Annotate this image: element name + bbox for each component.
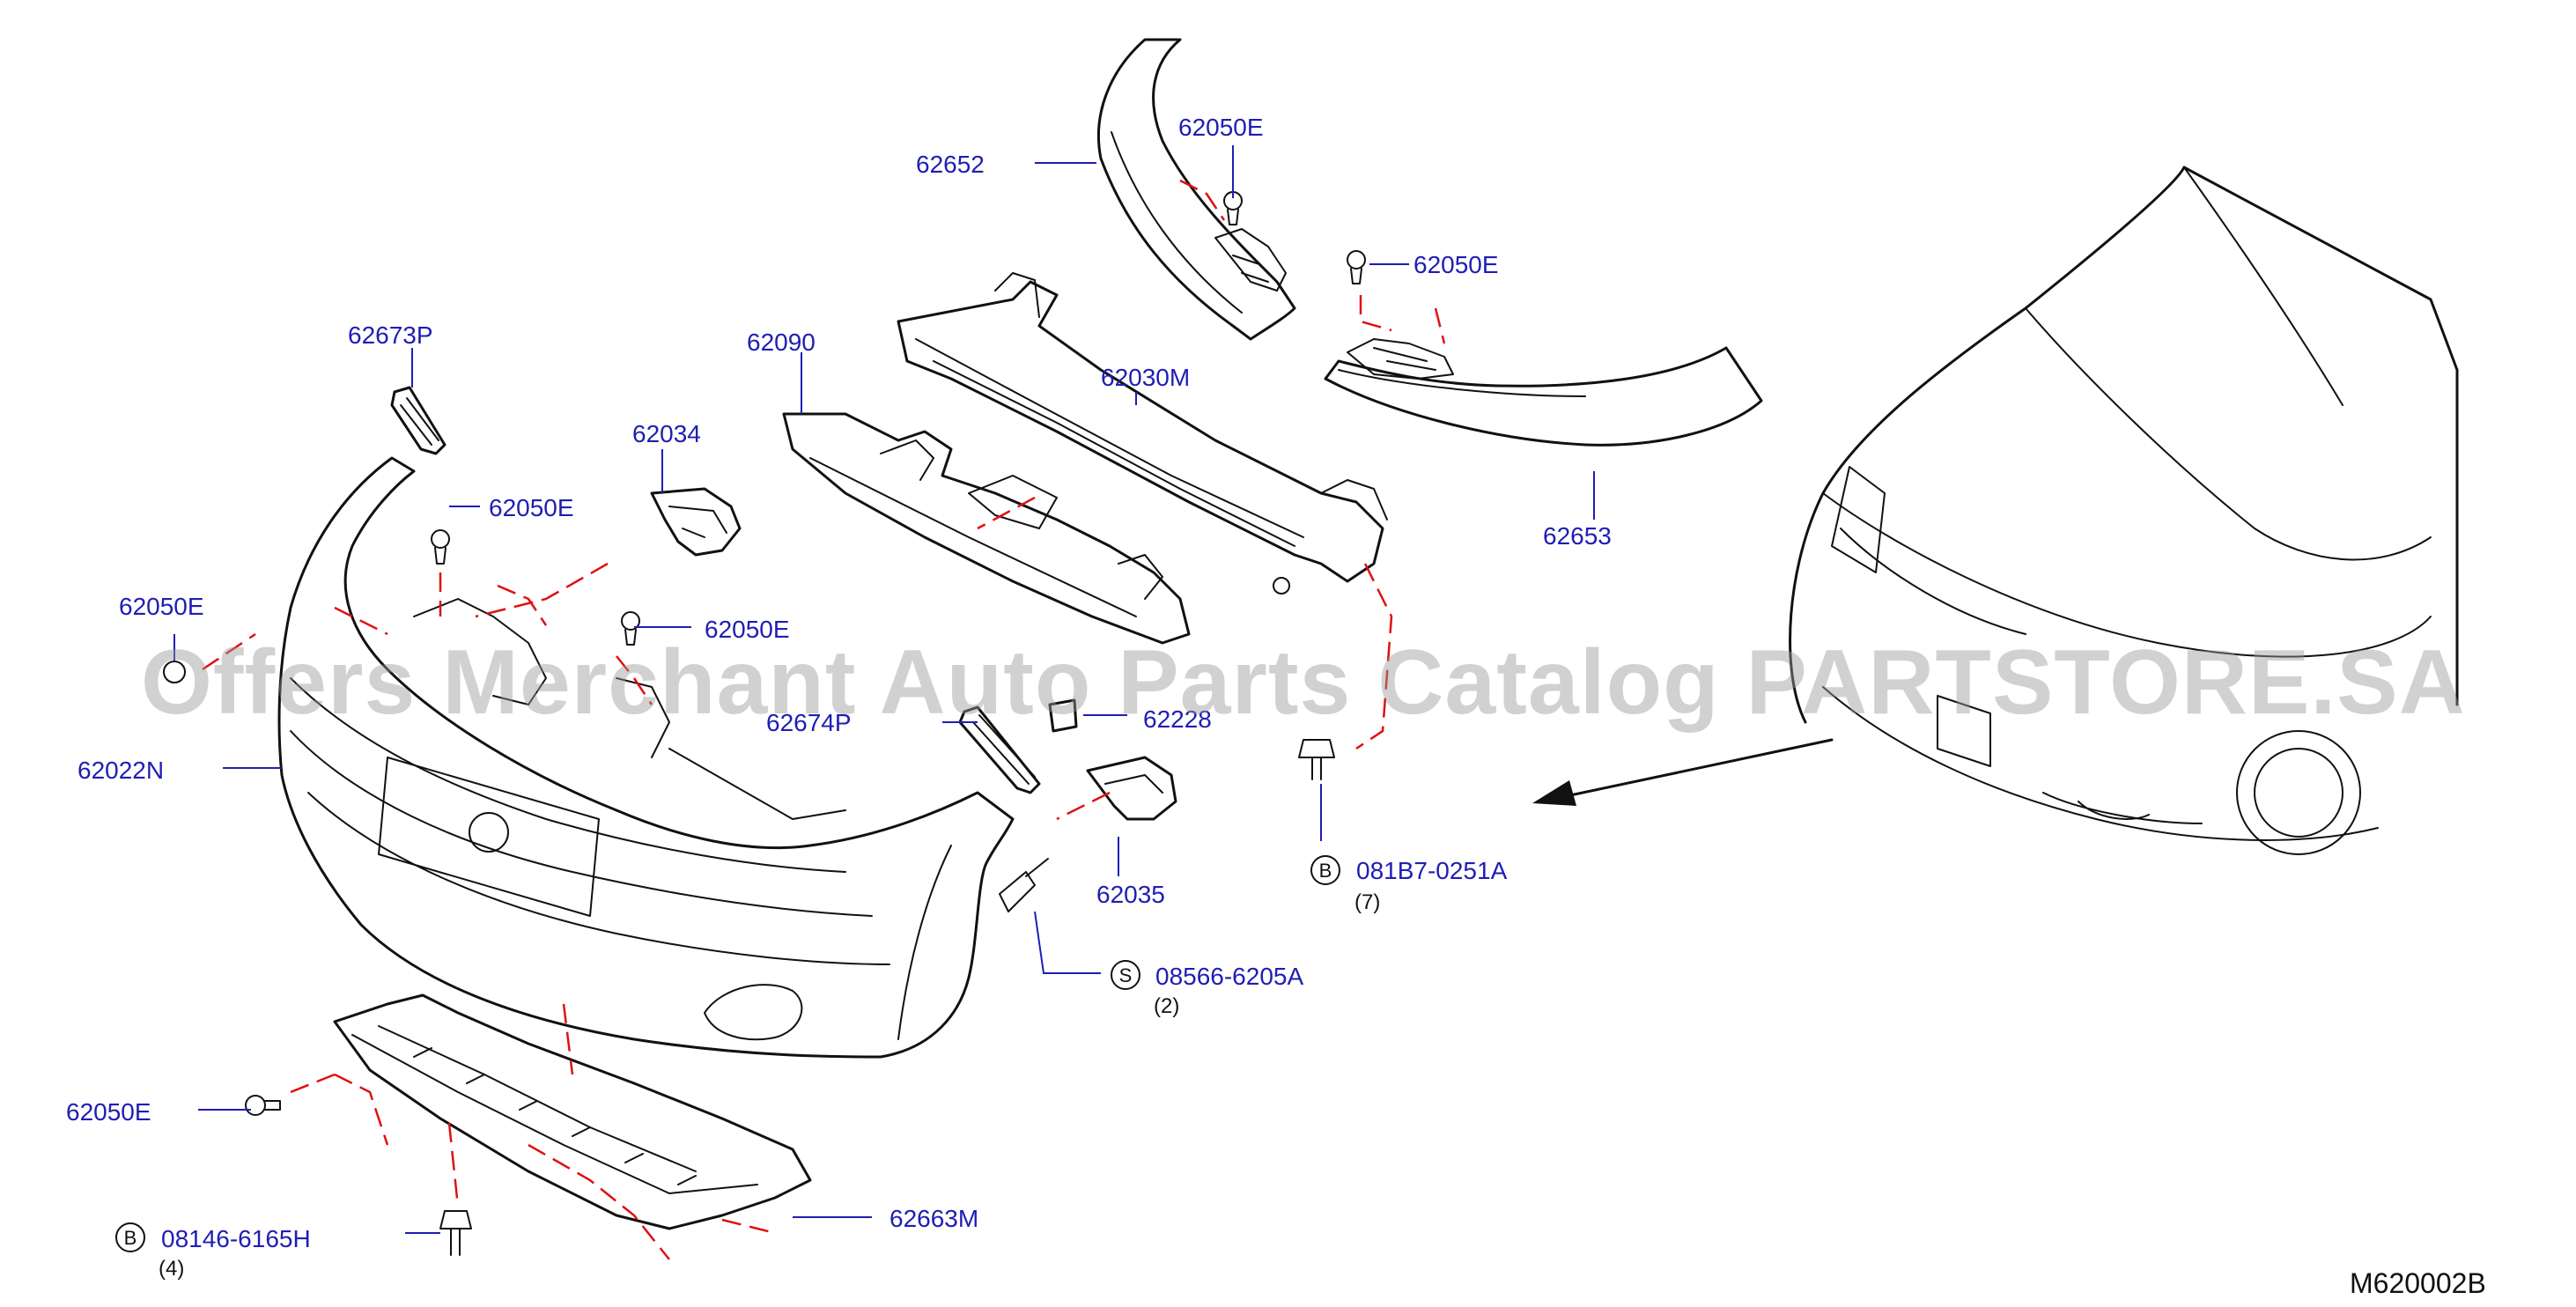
part-label-62228[interactable]: 62228 [1143, 705, 1212, 733]
part-label-62050E[interactable]: 62050E [1178, 114, 1264, 141]
part-label-08146-6165H: 08146-6165H [161, 1225, 311, 1252]
part-label-62653[interactable]: 62653 [1543, 522, 1612, 550]
leader-lines [173, 145, 1595, 1234]
lower-garnish-62653 [1324, 338, 1763, 447]
callout-circle [1111, 960, 1140, 990]
part-label-08566-6205A: 08566-6205A [1155, 963, 1303, 990]
diagram-code: M620002B [2350, 1267, 2486, 1299]
part-label-62030M[interactable]: 62030M [1101, 364, 1190, 391]
bolt-icon [439, 1210, 472, 1256]
fastener-callout-08146-6165H[interactable]: B 08146-6165H (4) [115, 1222, 311, 1281]
part-qty: (7) [1354, 890, 1380, 914]
assembly-guide-lines [202, 179, 1446, 1260]
clip-icon [163, 661, 186, 683]
energy-absorber-62090 [782, 412, 1191, 645]
plate-62228 [1048, 698, 1078, 733]
part-label-62050E[interactable]: 62050E [705, 616, 790, 643]
part-qty: (4) [159, 1257, 184, 1281]
part-label-62663M[interactable]: 62663M [889, 1205, 978, 1232]
callout-circle [115, 1222, 145, 1252]
part-label-62050E[interactable]: 62050E [1413, 251, 1499, 278]
watermark: Offers Merchant Auto Parts Catalog PARTS… [141, 631, 2466, 734]
part-labels: 62652 62050E 62050E 62673P 62090 62030M … [66, 114, 1612, 1281]
part-label-62035[interactable]: 62035 [1096, 881, 1165, 908]
bracket-62673P [390, 386, 447, 455]
view-direction-arrow [1532, 738, 1834, 806]
part-label-62050E[interactable]: 62050E [66, 1098, 151, 1126]
part-label-62673P[interactable]: 62673P [348, 321, 433, 349]
bracket-62035 [1086, 756, 1177, 821]
clip-icon [245, 1095, 281, 1116]
screw-icon [999, 858, 1049, 912]
upper-garnish-62652 [1096, 38, 1296, 341]
part-label-62050E[interactable]: 62050E [489, 494, 574, 521]
bolt-icon [1298, 739, 1335, 780]
part-label-62090[interactable]: 62090 [747, 329, 816, 356]
part-label-62652[interactable]: 62652 [916, 151, 985, 178]
part-label-62674P[interactable]: 62674P [766, 709, 852, 736]
clip-icon [1347, 250, 1366, 284]
callout-circle [1310, 855, 1340, 885]
front-bumper-fascia-62022N [277, 456, 1015, 1059]
fastener-callout-081B7-0251A[interactable]: B 081B7-0251A (7) [1310, 855, 1508, 914]
part-label-62050E[interactable]: 62050E [119, 593, 204, 620]
bumper-reinforcement-62030M [897, 272, 1388, 594]
fastener-callout-08566-6205A[interactable]: S 08566-6205A (2) [1111, 960, 1303, 1018]
under-cover-62663M [333, 993, 812, 1230]
callout-prefix: B [124, 1227, 137, 1249]
clip-icon [431, 529, 450, 565]
vehicle-reference-view [1789, 166, 2459, 855]
callout-prefix: S [1119, 964, 1133, 986]
clip-icons [163, 191, 1366, 1256]
part-label-62022N[interactable]: 62022N [78, 757, 164, 784]
callout-prefix: B [1319, 860, 1332, 882]
part-label-081B7-0251A: 081B7-0251A [1356, 857, 1508, 884]
part-label-62034[interactable]: 62034 [632, 420, 701, 447]
bracket-62034 [650, 487, 742, 557]
clip-icon [621, 611, 640, 646]
part-qty: (2) [1154, 994, 1179, 1018]
